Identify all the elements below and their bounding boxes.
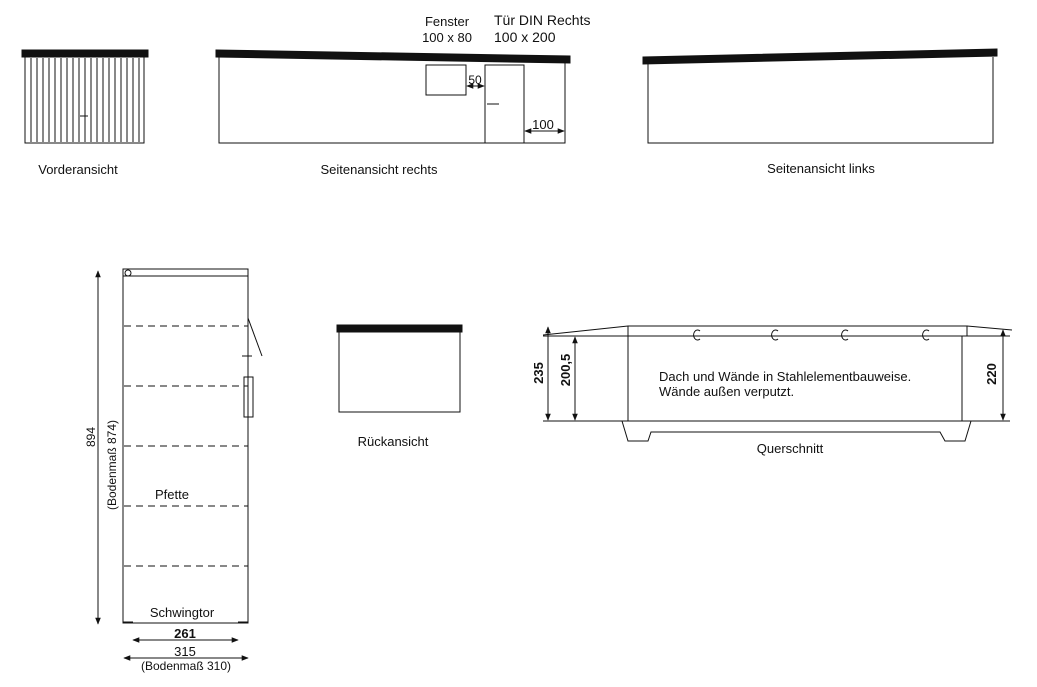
section-foundation	[621, 420, 972, 442]
dim-220: 220	[984, 363, 999, 385]
dim-261: 261	[174, 626, 196, 641]
purlin-icon	[841, 329, 849, 341]
rear-view: Rückansicht	[336, 324, 463, 449]
side-view-right: 50 100 Fenster 100 x 80 Tür DIN Rechts 1…	[215, 12, 590, 177]
dim-315: 315	[174, 644, 196, 659]
door	[484, 64, 525, 144]
purlin-icon	[693, 329, 701, 341]
door-size: 100 x 200	[494, 29, 556, 45]
cross-section-label: Querschnitt	[757, 441, 824, 456]
side-left-label: Seitenansicht links	[767, 161, 875, 176]
side-right-label: Seitenansicht rechts	[320, 162, 438, 177]
rear-view-label: Rückansicht	[358, 434, 429, 449]
section-roof	[542, 325, 968, 336]
downpipe-icon	[124, 269, 132, 277]
dim-200-5: 200,5	[558, 354, 573, 387]
cross-section: 235 200,5 220 Dach und Wände in Stahlele…	[531, 325, 1013, 456]
front-roof	[21, 49, 149, 58]
floor-plan: 894 (Bodenmaß 874) Pfette Schwingtor 261…	[84, 268, 263, 673]
window-title: Fenster	[425, 14, 470, 29]
side-left-roof	[642, 48, 998, 65]
side-left-wall	[647, 57, 994, 144]
rear-roof	[336, 324, 463, 333]
floor-874: (Bodenmaß 874)	[105, 420, 119, 510]
garage-door-slats	[30, 58, 140, 142]
note-line-1: Dach und Wände in Stahlelementbauweise.	[659, 369, 911, 384]
dim-894: 894	[84, 427, 98, 447]
section-body	[627, 335, 963, 422]
floor-310: (Bodenmaß 310)	[141, 659, 231, 673]
rear-wall	[338, 331, 461, 413]
window	[425, 64, 467, 96]
swing-gate-label: Schwingtor	[150, 605, 215, 620]
note-line-2: Wände außen verputzt.	[659, 384, 794, 399]
front-view: Vorderansicht	[21, 49, 149, 177]
purlin-icon	[922, 329, 930, 341]
side-door-swing	[247, 317, 263, 357]
front-view-label: Vorderansicht	[38, 162, 118, 177]
plan-window	[243, 376, 254, 418]
purlin-icon	[771, 329, 779, 341]
front-wall	[24, 56, 145, 144]
dim-50: 50	[468, 73, 482, 87]
section-roof-ext	[966, 325, 1013, 331]
window-size: 100 x 80	[422, 30, 472, 45]
purlin-label: Pfette	[155, 487, 189, 502]
side-view-left: Seitenansicht links	[642, 48, 998, 176]
door-title: Tür DIN Rechts	[494, 12, 590, 28]
side-right-wall	[218, 57, 566, 144]
dim-235: 235	[531, 362, 546, 384]
side-right-roof	[215, 49, 571, 64]
dim-100: 100	[532, 117, 554, 132]
